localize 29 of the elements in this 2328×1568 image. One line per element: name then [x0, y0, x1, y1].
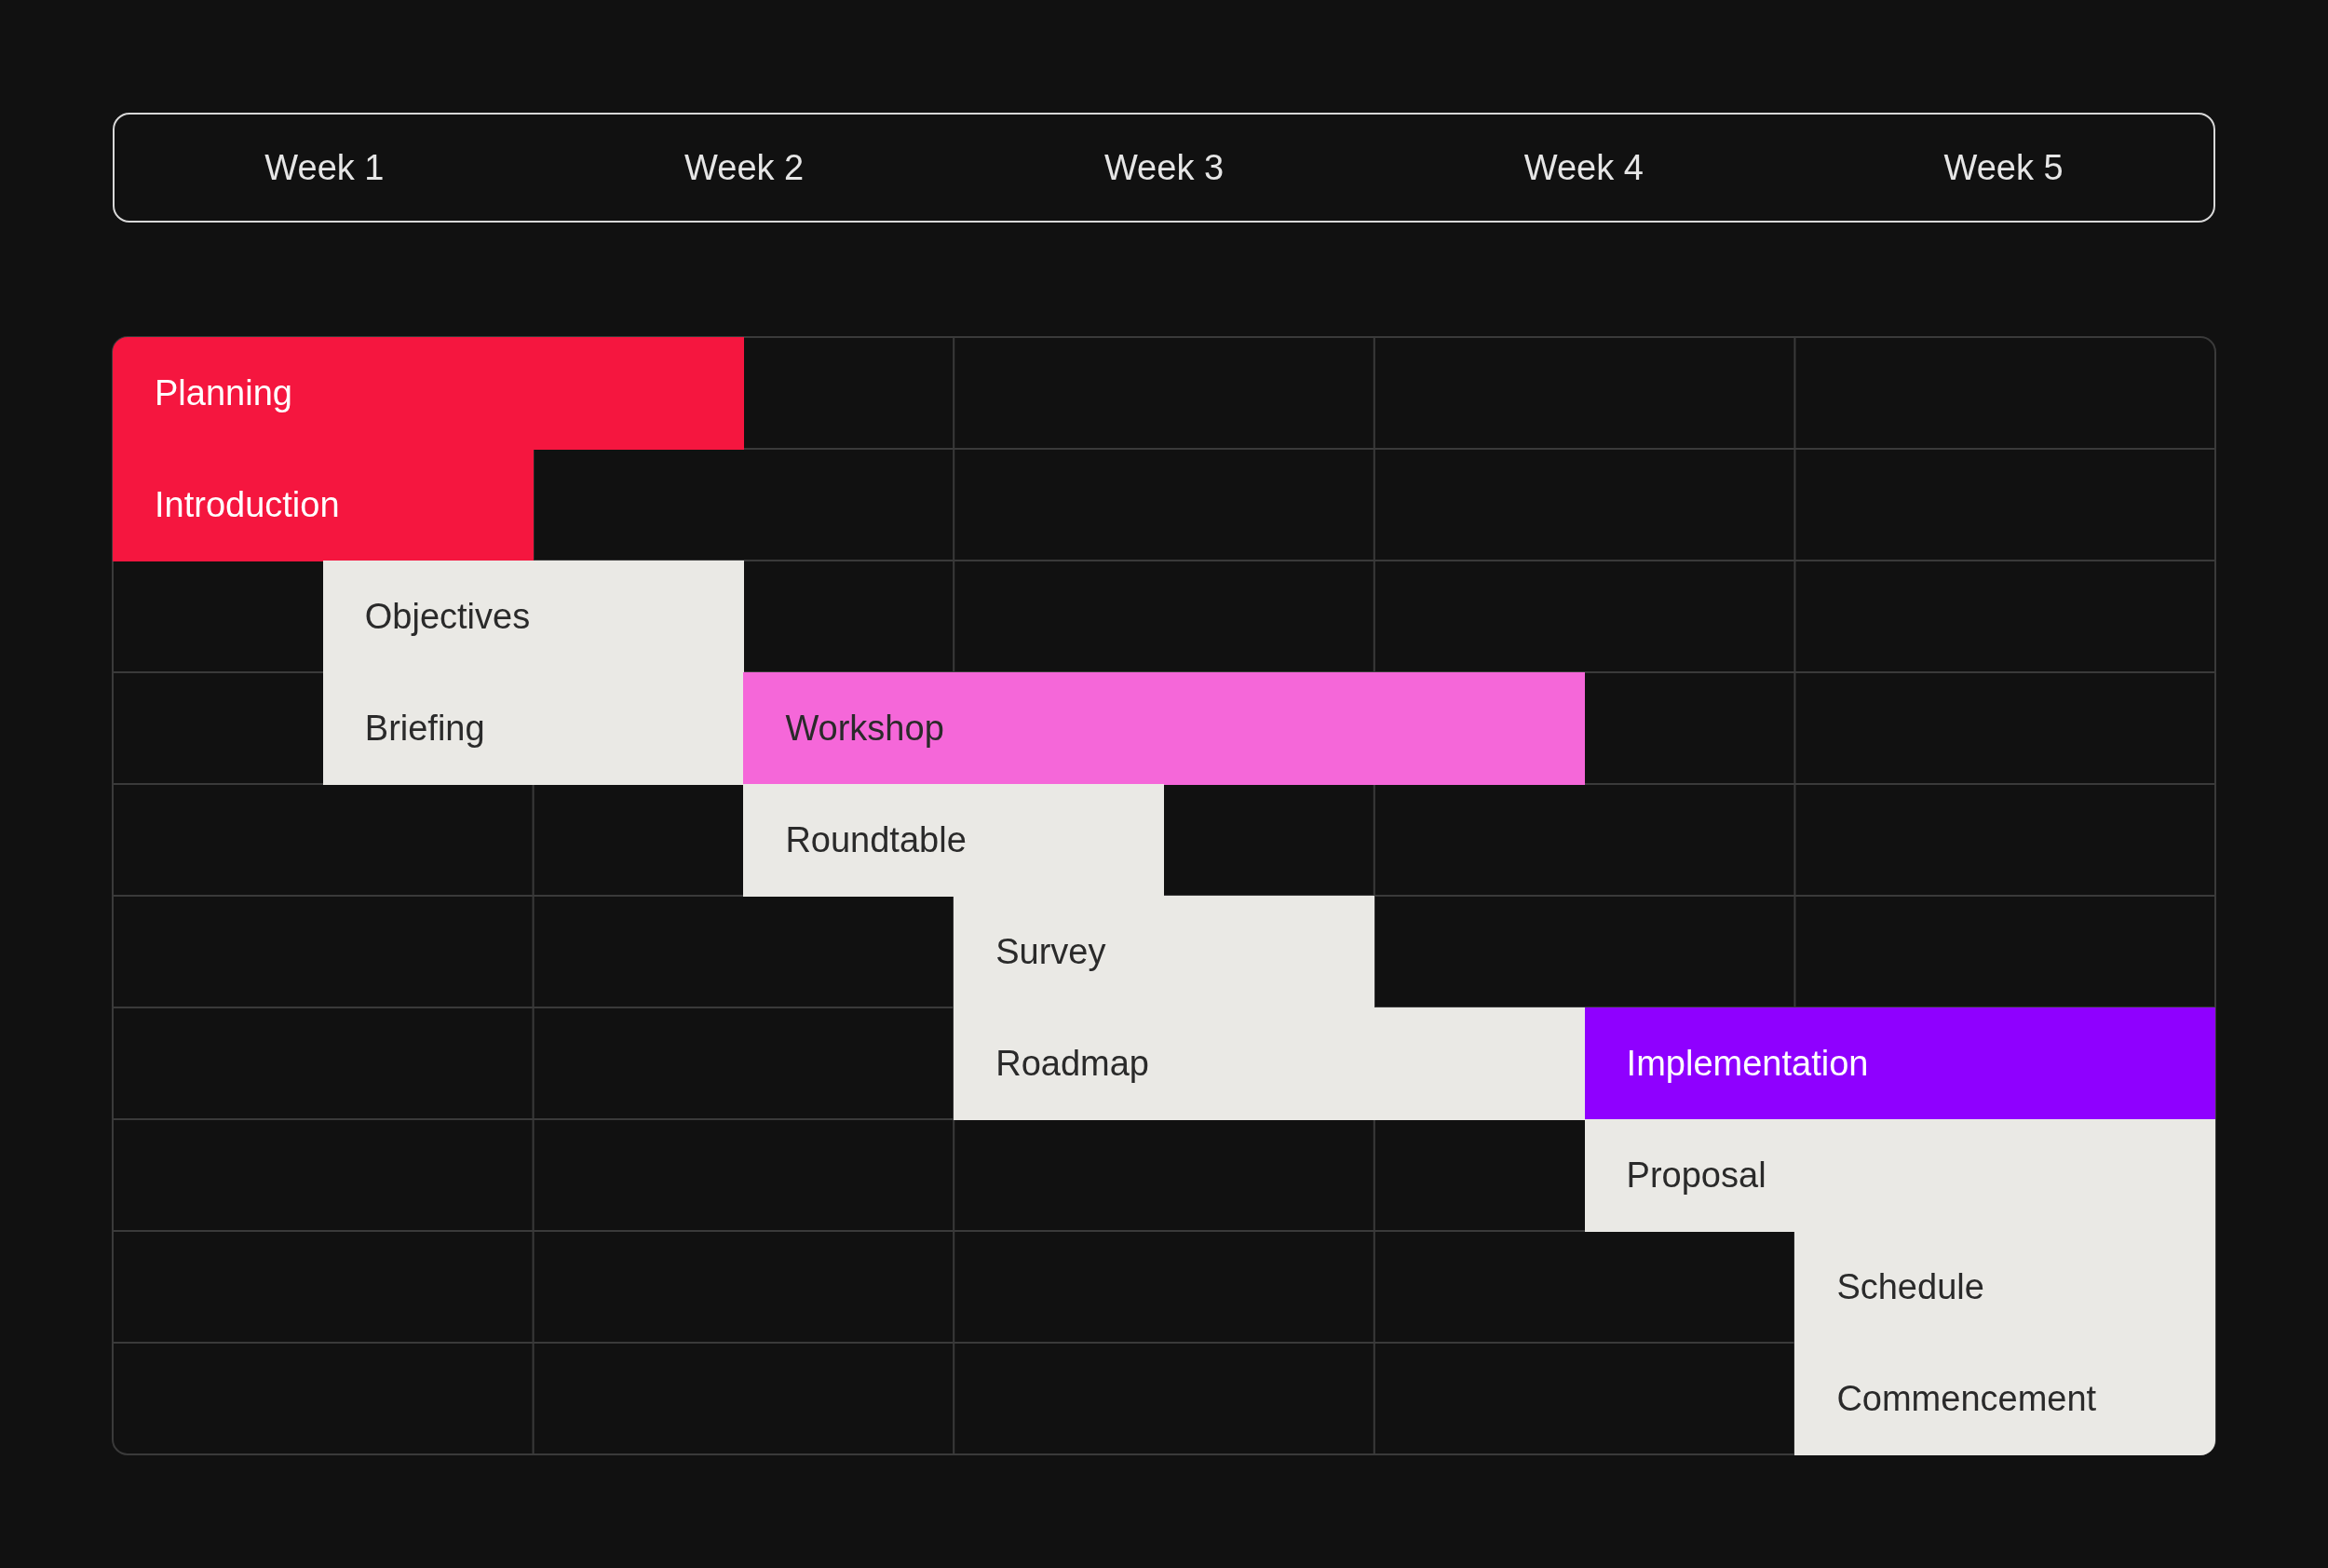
task-label: Objectives	[364, 596, 531, 637]
task-label: Implementation	[1626, 1043, 1869, 1084]
task-label: Schedule	[1836, 1266, 1984, 1307]
task-label: Roadmap	[995, 1043, 1149, 1084]
week-label: Week 2	[684, 147, 805, 189]
task-bar	[743, 784, 1165, 897]
task-bar	[322, 672, 744, 785]
task-label: Proposal	[1626, 1155, 1766, 1196]
week-label: Week 5	[1943, 147, 2064, 189]
phase-bar	[1584, 1007, 2216, 1120]
task-bar	[954, 896, 1375, 1008]
task-bar	[1794, 1343, 2216, 1455]
task-label: Workshop	[785, 708, 944, 749]
phase-bar	[113, 337, 744, 450]
task-label: Introduction	[155, 484, 340, 525]
phase-bar	[113, 449, 535, 561]
task-label: Briefing	[364, 708, 485, 749]
week-label: Week 3	[1103, 147, 1225, 189]
task-bar	[322, 561, 744, 673]
task-bar	[954, 1007, 1586, 1120]
task-label: Roundtable	[785, 819, 967, 860]
task-label: Survey	[995, 931, 1106, 972]
task-label: Commencement	[1836, 1378, 2097, 1419]
phase-bar	[743, 672, 1586, 785]
week-label: Week 4	[1523, 147, 1644, 189]
week-header-bar	[113, 113, 2215, 223]
week-label: Week 1	[264, 147, 385, 189]
task-bar	[1584, 1119, 2216, 1232]
task-label: Planning	[155, 372, 292, 413]
